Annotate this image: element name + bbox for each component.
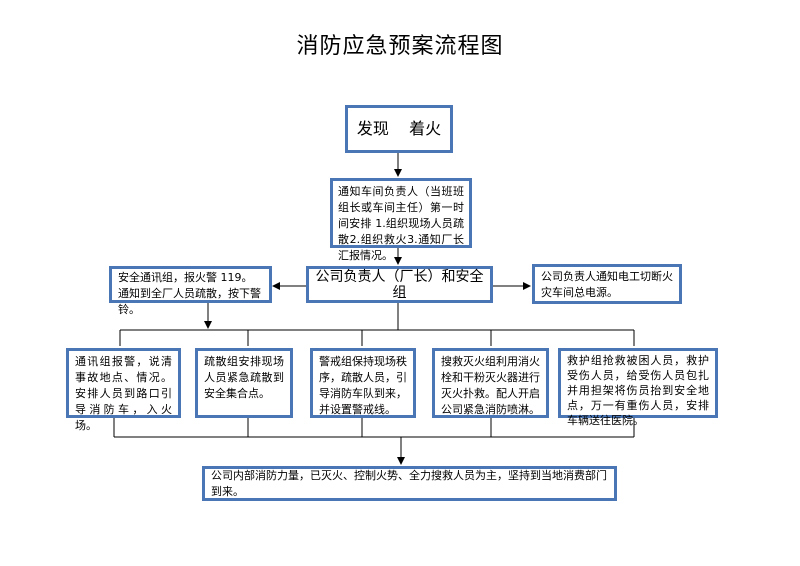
company-leader-text: 公司负责人（厂长）和安全组: [315, 268, 484, 301]
final-text: 公司内部消防力量，已灭火、控制火势、全力搜救人员为主，坚持到当地消费部门到来。: [211, 468, 607, 498]
power-cut-box: 公司负责人通知电工切断火灾车间总电源。: [532, 264, 682, 304]
final-box: 公司内部消防力量，已灭火、控制火势、全力搜救人员为主，坚持到当地消费部门到来。: [202, 466, 617, 501]
safety-comm-text: 安全通讯组，报火警 119。通知到全厂人员疏散，按下警铃。: [118, 271, 261, 316]
evac-team-box: 疏散组安排现场人员紧急疏散到安全集合点。: [195, 348, 293, 418]
rescue-team-box: 救护组抢救被困人员，救护受伤人员，给受伤人员包扎并用担架将伤员抬到安全地点，万一…: [558, 348, 718, 427]
evac-team-text: 疏散组安排现场人员紧急疏散到安全集合点。: [204, 355, 284, 400]
comm-team-box: 通讯组报警，说清事故地点、情况。安排人员到路口引导消防车，入火场。: [66, 348, 181, 432]
discover-fire-text: 发现 着火: [356, 119, 442, 138]
safety-comm-box: 安全通讯组，报火警 119。通知到全厂人员疏散，按下警铃。: [109, 266, 272, 316]
rescue-team-text: 救护组抢救被困人员，救护受伤人员，给受伤人员包扎并用担架将伤员抬到安全地点，万一…: [567, 354, 709, 427]
fire-team-box: 搜救灭火组利用消火栓和干粉灭火器进行灭火扑救。配人开启公司紧急消防喷淋。: [432, 348, 549, 418]
page-title: 消防应急预案流程图: [296, 34, 504, 59]
guard-team-box: 警戒组保持现场秩序，疏散人员，引导消防车队到来，并设置警戒线。: [310, 348, 416, 418]
notify-workshop-box: 通知车间负责人（当班班组长或车间主任）第一时间安排 1.组织现场人员疏散2.组织…: [330, 178, 472, 262]
company-leader-box: 公司负责人（厂长）和安全组: [306, 266, 493, 303]
fire-team-text: 搜救灭火组利用消火栓和干粉灭火器进行灭火扑救。配人开启公司紧急消防喷淋。: [441, 355, 540, 416]
guard-team-text: 警戒组保持现场秩序，疏散人员，引导消防车队到来，并设置警戒线。: [319, 355, 407, 416]
discover-fire-box: 发现 着火: [345, 105, 453, 153]
notify-workshop-text: 通知车间负责人（当班班组长或车间主任）第一时间安排 1.组织现场人员疏散2.组织…: [338, 185, 464, 262]
comm-team-text: 通讯组报警，说清事故地点、情况。安排人员到路口引导消防车，入火场。: [75, 355, 172, 432]
power-cut-text: 公司负责人通知电工切断火灾车间总电源。: [541, 270, 673, 299]
